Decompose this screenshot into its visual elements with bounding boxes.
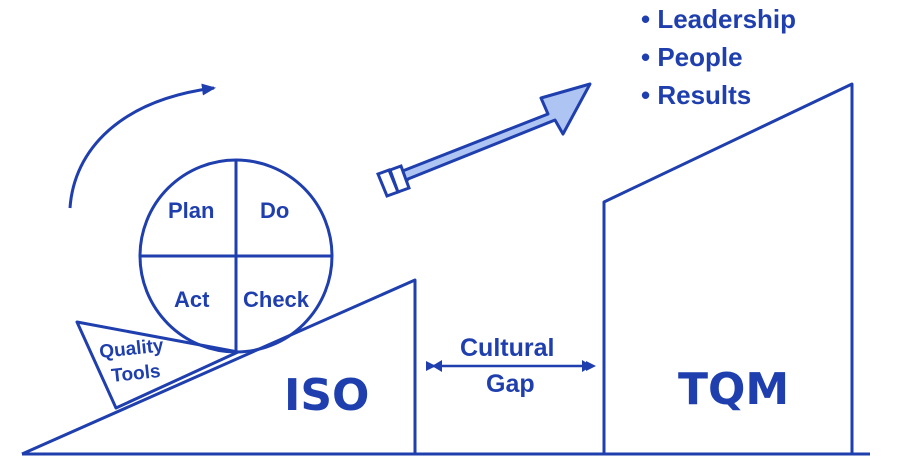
gap-label: Gap [486, 370, 535, 398]
pdca-act-label: Act [174, 287, 210, 312]
pdca-do-label: Do [260, 198, 289, 223]
tqm-block [602, 82, 854, 454]
improvement-arrow-icon [376, 82, 592, 198]
quality-label: Quality [98, 335, 165, 363]
bullet-leadership: • Leadership [641, 4, 796, 34]
quality-tools-wedge [75, 320, 240, 410]
pdca-check-label: Check [243, 287, 310, 312]
bullet-people: • People [641, 42, 743, 72]
tools-label: Tools [110, 361, 161, 387]
rotation-arrow-icon [68, 83, 216, 209]
iso-label: ISO [284, 370, 369, 421]
bullet-results: • Results [641, 80, 751, 110]
pdca-plan-label: Plan [168, 198, 214, 223]
cultural-label: Cultural [460, 334, 554, 362]
tqm-label: TQM [678, 364, 789, 415]
pdca-wheel [138, 158, 334, 354]
iso-ramp [21, 278, 417, 456]
